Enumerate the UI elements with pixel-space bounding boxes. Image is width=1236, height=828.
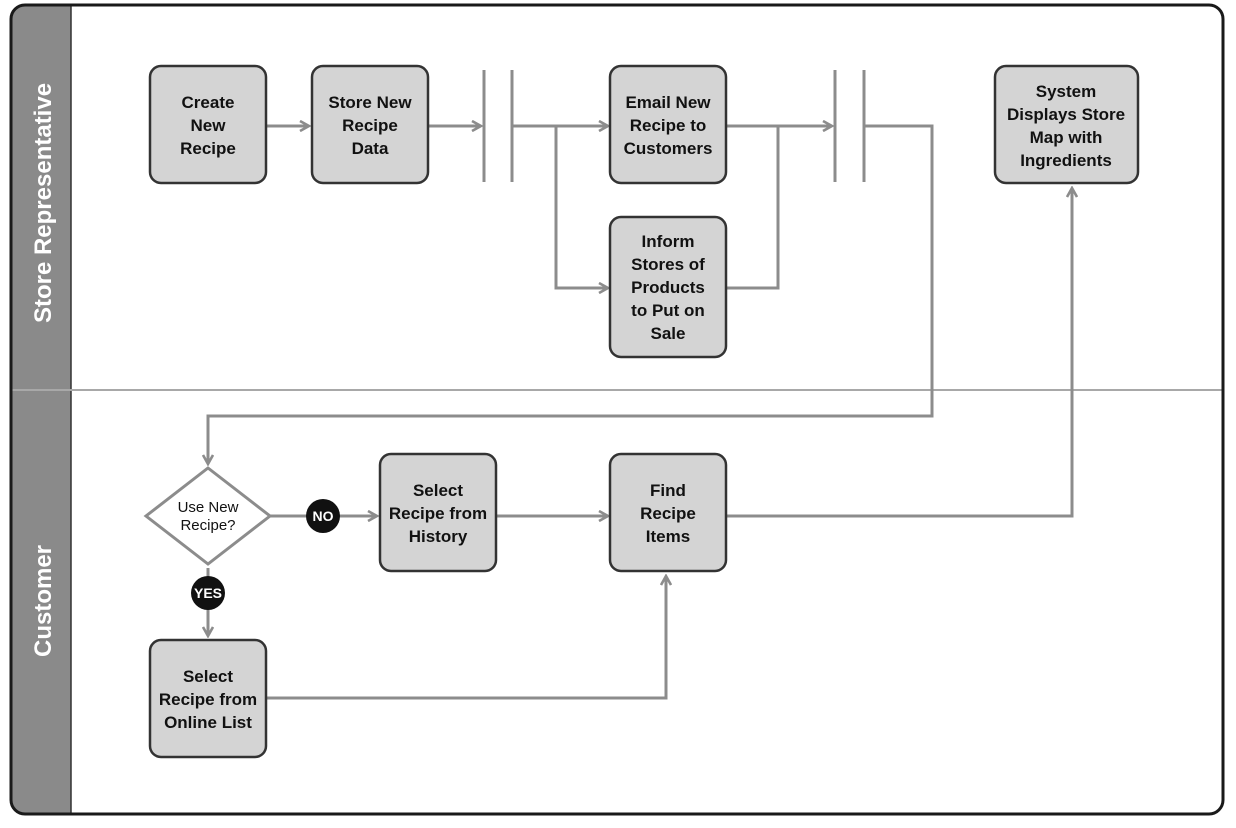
node-box — [310, 64, 430, 185]
node-create-new-recipe: Create New Recipe — [148, 64, 268, 185]
node-line: Products — [631, 278, 705, 297]
node-system-displays-map: System Displays Store Map with Ingredien… — [993, 64, 1140, 185]
node-line: Inform — [642, 232, 695, 251]
node-select-from-history: Select Recipe from History — [378, 452, 498, 573]
node-line: Recipe from — [159, 690, 257, 709]
node-line: Store New — [328, 93, 412, 112]
no-badge — [306, 499, 340, 533]
node-line: Sale — [651, 324, 686, 343]
node-store-new-recipe-data: Store New Recipe Data — [310, 64, 430, 185]
node-box — [608, 452, 728, 573]
node-line: Recipe — [180, 139, 236, 158]
node-line: Map with — [1030, 128, 1103, 147]
node-inform-stores: Inform Stores of Products to Put on Sale — [608, 215, 728, 359]
node-line: Ingredients — [1020, 151, 1112, 170]
diagram-frame — [9, 3, 1225, 816]
node-line: Recipe to — [630, 116, 707, 135]
node-line: Data — [352, 139, 389, 158]
lane-label-customer: Customer — [30, 545, 57, 657]
lane-label-store-representative: Store Representative — [30, 83, 57, 323]
node-line: Displays Store — [1007, 105, 1125, 124]
node-email-new-recipe: Email New Recipe to Customers — [608, 64, 728, 185]
arrow-find-to-system — [726, 188, 1072, 518]
node-line: Recipe from — [389, 504, 487, 523]
node-line: Select — [183, 667, 233, 686]
node-line: Stores of — [631, 255, 705, 274]
node-line: System — [1036, 82, 1096, 101]
yes-badge-label: YES — [194, 585, 222, 601]
yes-badge — [191, 576, 225, 610]
line-inform-to-join — [726, 126, 780, 290]
node-line: Items — [646, 527, 690, 546]
node-box — [378, 452, 498, 573]
decision-line-1: Use New — [178, 499, 239, 516]
lane-header-column — [11, 5, 71, 814]
node-line: Customers — [624, 139, 713, 158]
node-box — [608, 64, 728, 185]
node-line: Select — [413, 481, 463, 500]
node-box — [148, 64, 268, 185]
node-box — [608, 215, 728, 359]
arrow-online-to-find — [266, 576, 666, 700]
arrow-join-to-decision — [208, 124, 934, 464]
node-line: History — [409, 527, 468, 546]
node-line: Recipe — [342, 116, 398, 135]
node-box — [148, 638, 268, 759]
node-line: New — [191, 116, 227, 135]
no-badge-label: NO — [313, 508, 334, 524]
node-line: Online List — [164, 713, 252, 732]
node-line: Find — [650, 481, 686, 500]
node-line: Recipe — [640, 504, 696, 523]
node-box — [993, 64, 1140, 185]
node-line: Email New — [625, 93, 711, 112]
node-find-recipe-items: Find Recipe Items — [608, 452, 728, 573]
decision-diamond — [143, 466, 273, 566]
arrow-fork-to-inform — [554, 126, 608, 288]
node-select-from-online-list: Select Recipe from Online List — [148, 638, 268, 759]
decision-line-2: Recipe? — [180, 517, 235, 534]
node-line: Create — [182, 93, 235, 112]
node-line: to Put on — [631, 301, 705, 320]
